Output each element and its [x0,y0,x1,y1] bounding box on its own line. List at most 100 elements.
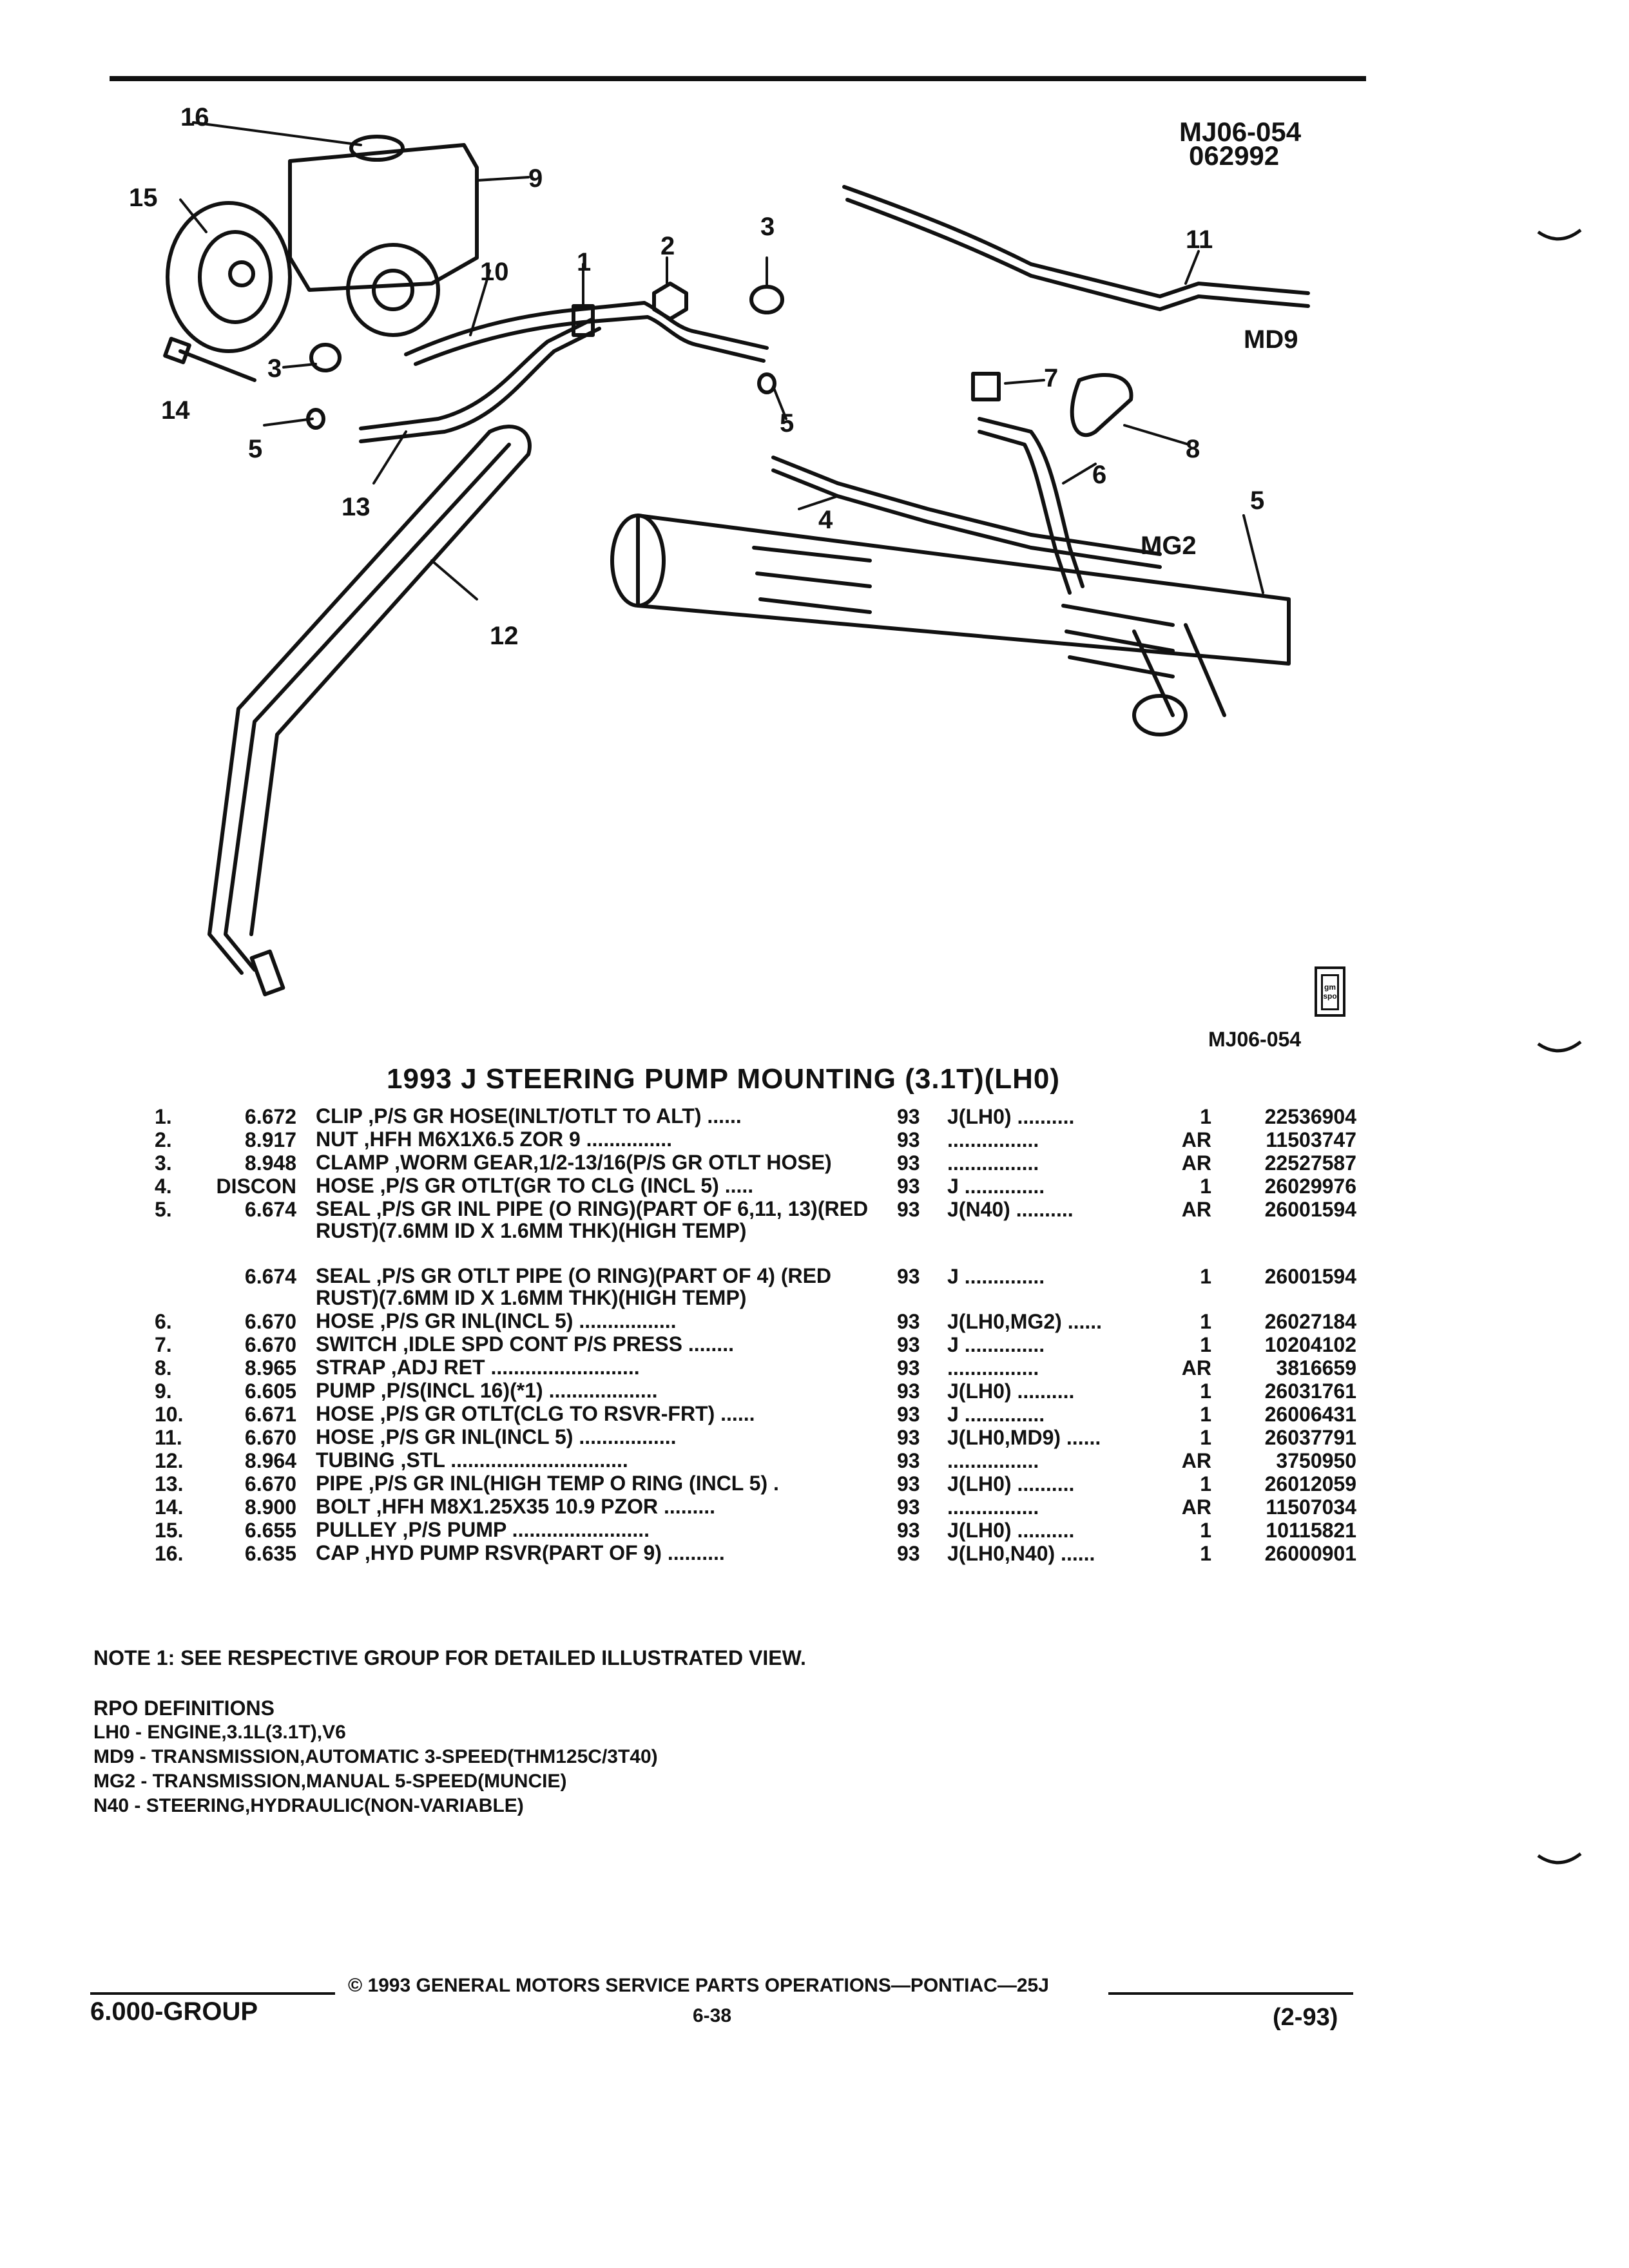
pump-body-shape [346,243,440,337]
part-description: HOSE ,P/S GR OTLT(CLG TO RSVR-FRT) .....… [316,1402,755,1425]
model-year: 93 [897,1265,920,1288]
part-number: 26001594 [1264,1198,1356,1221]
quantity: AR [1181,1495,1211,1519]
reservoir-shape [288,143,479,292]
group-number: 6.670 [244,1426,296,1449]
model-year: 93 [897,1449,920,1472]
footer-rule-right [1108,1992,1353,1995]
callout-10: 10 [480,258,509,286]
group-number: 6.670 [244,1472,296,1495]
model-year: 93 [897,1379,920,1403]
group-number: 6.635 [244,1542,296,1565]
model-code: ................ [947,1495,1039,1519]
group-number: 6.672 [244,1105,296,1128]
item-number: 9. [155,1379,172,1403]
model-year: 93 [897,1472,920,1495]
gm-spo-logo-text: gm spo [1321,974,1339,1010]
callout-2: 2 [660,232,675,260]
quantity: 1 [1200,1403,1211,1426]
part-number: 26029976 [1264,1175,1356,1198]
model-year: 93 [897,1310,920,1333]
model-year: 93 [897,1333,920,1356]
steering-gear-shape [636,514,1291,666]
footer-copyright: © 1993 GENERAL MOTORS SERVICE PARTS OPER… [348,1975,1049,1996]
callout-15: 15 [129,184,158,212]
leader-16 [192,121,362,146]
model-code: ................ [947,1128,1039,1151]
callout-3: 3 [760,213,775,241]
model-code: ................ [947,1449,1039,1472]
item-number: 1. [155,1105,172,1128]
part-number: 22527587 [1264,1151,1356,1175]
callout-5: 5 [248,435,262,463]
callout-12: 12 [490,622,519,650]
part-number: 26037791 [1264,1426,1356,1449]
group-number: 8.917 [244,1128,296,1151]
item-number: 6. [155,1310,172,1333]
group-number: 6.674 [244,1198,296,1221]
quantity: 1 [1200,1175,1211,1198]
part-number: 11503747 [1266,1128,1356,1151]
quantity: 1 [1200,1105,1211,1128]
item-number: 2. [155,1128,172,1151]
top-rule [110,76,1366,81]
callout-7: 7 [1044,364,1058,392]
model-code: J .............. [947,1265,1045,1288]
gm-spo-logo: gm spo [1315,966,1345,1017]
group-number: 6.670 [244,1310,296,1333]
group-number: 6.674 [244,1265,296,1288]
section-title: 1993 J STEERING PUMP MOUNTING (3.1T)(LH0… [387,1063,1061,1095]
callout-13: 13 [342,493,371,521]
quantity: 1 [1200,1426,1211,1449]
part-description: TUBING ,STL ............................… [316,1448,628,1472]
item-number: 11. [155,1426,182,1449]
group-number: 6.670 [244,1333,296,1356]
callout-5b: 5 [780,409,794,437]
part-description: PUMP ,P/S(INCL 16)(*1) .................… [316,1379,658,1402]
model-code: J(LH0,MG2) ...... [947,1310,1103,1333]
group-number: 8.965 [244,1356,296,1379]
part-description: HOSE ,P/S GR OTLT(GR TO CLG (INCL 5) ...… [316,1174,754,1197]
callout-6: 6 [1092,461,1106,489]
quantity: AR [1181,1356,1211,1379]
part-description: HOSE ,P/S GR INL(INCL 5) ...............… [316,1309,677,1332]
group-number: 6.671 [244,1403,296,1426]
model-year: 93 [897,1356,920,1379]
callout-5c: 5 [1250,486,1264,515]
callout-11: 11 [1186,226,1213,254]
binding-mark [1537,229,1582,241]
item-number: 14. [155,1495,184,1519]
quantity: 1 [1200,1472,1211,1495]
pulley-shape [166,201,292,353]
model-year: 93 [897,1495,920,1519]
quantity: AR [1181,1151,1211,1175]
part-description: PULLEY ,P/S PUMP .......................… [316,1518,650,1541]
quantity: 1 [1200,1542,1211,1565]
part-number: 26006431 [1264,1403,1356,1426]
binding-mark [1537,1852,1582,1865]
footer-group: 6.000-GROUP [90,1997,258,2026]
part-number: 26000901 [1264,1542,1356,1565]
part-description: CAP ,HYD PUMP RSVR(PART OF 9) .......... [316,1541,725,1564]
model-code: J(LH0) .......... [947,1379,1075,1403]
switch-7-shape [971,372,1001,401]
rpo-item: MD9 - TRANSMISSION,AUTOMATIC 3-SPEED(THM… [93,1746,658,1767]
group-number: 8.948 [244,1151,296,1175]
part-description: NUT ,HFH M6X1X6.5 ZOR 9 ............... [316,1128,672,1151]
part-number: 10204102 [1264,1333,1356,1356]
rpo-definitions: RPO DEFINITIONS LH0 - ENGINE,3.1L(3.1T),… [93,1696,658,1818]
strap-8-shape [1070,373,1133,437]
quantity: AR [1181,1449,1211,1472]
figure-code: MJ06-054 [1179,117,1302,147]
item-number: 5. [155,1198,172,1221]
